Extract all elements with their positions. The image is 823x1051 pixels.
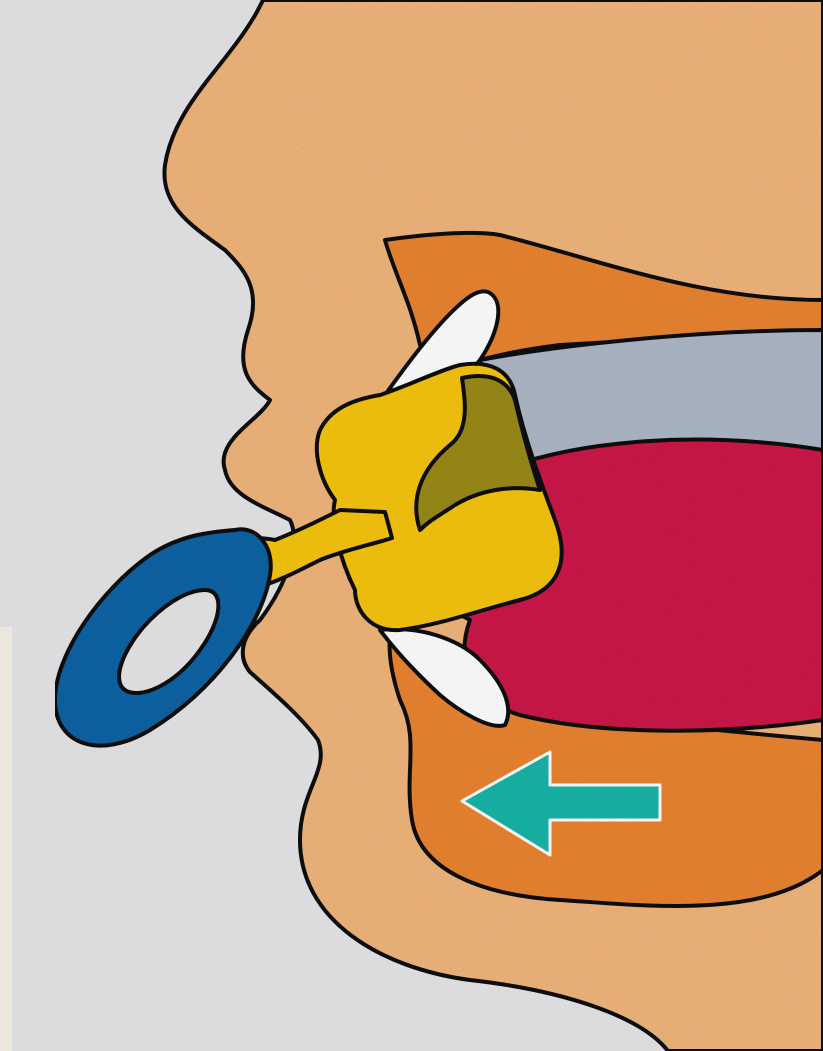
ring-handle-icon	[55, 529, 271, 745]
